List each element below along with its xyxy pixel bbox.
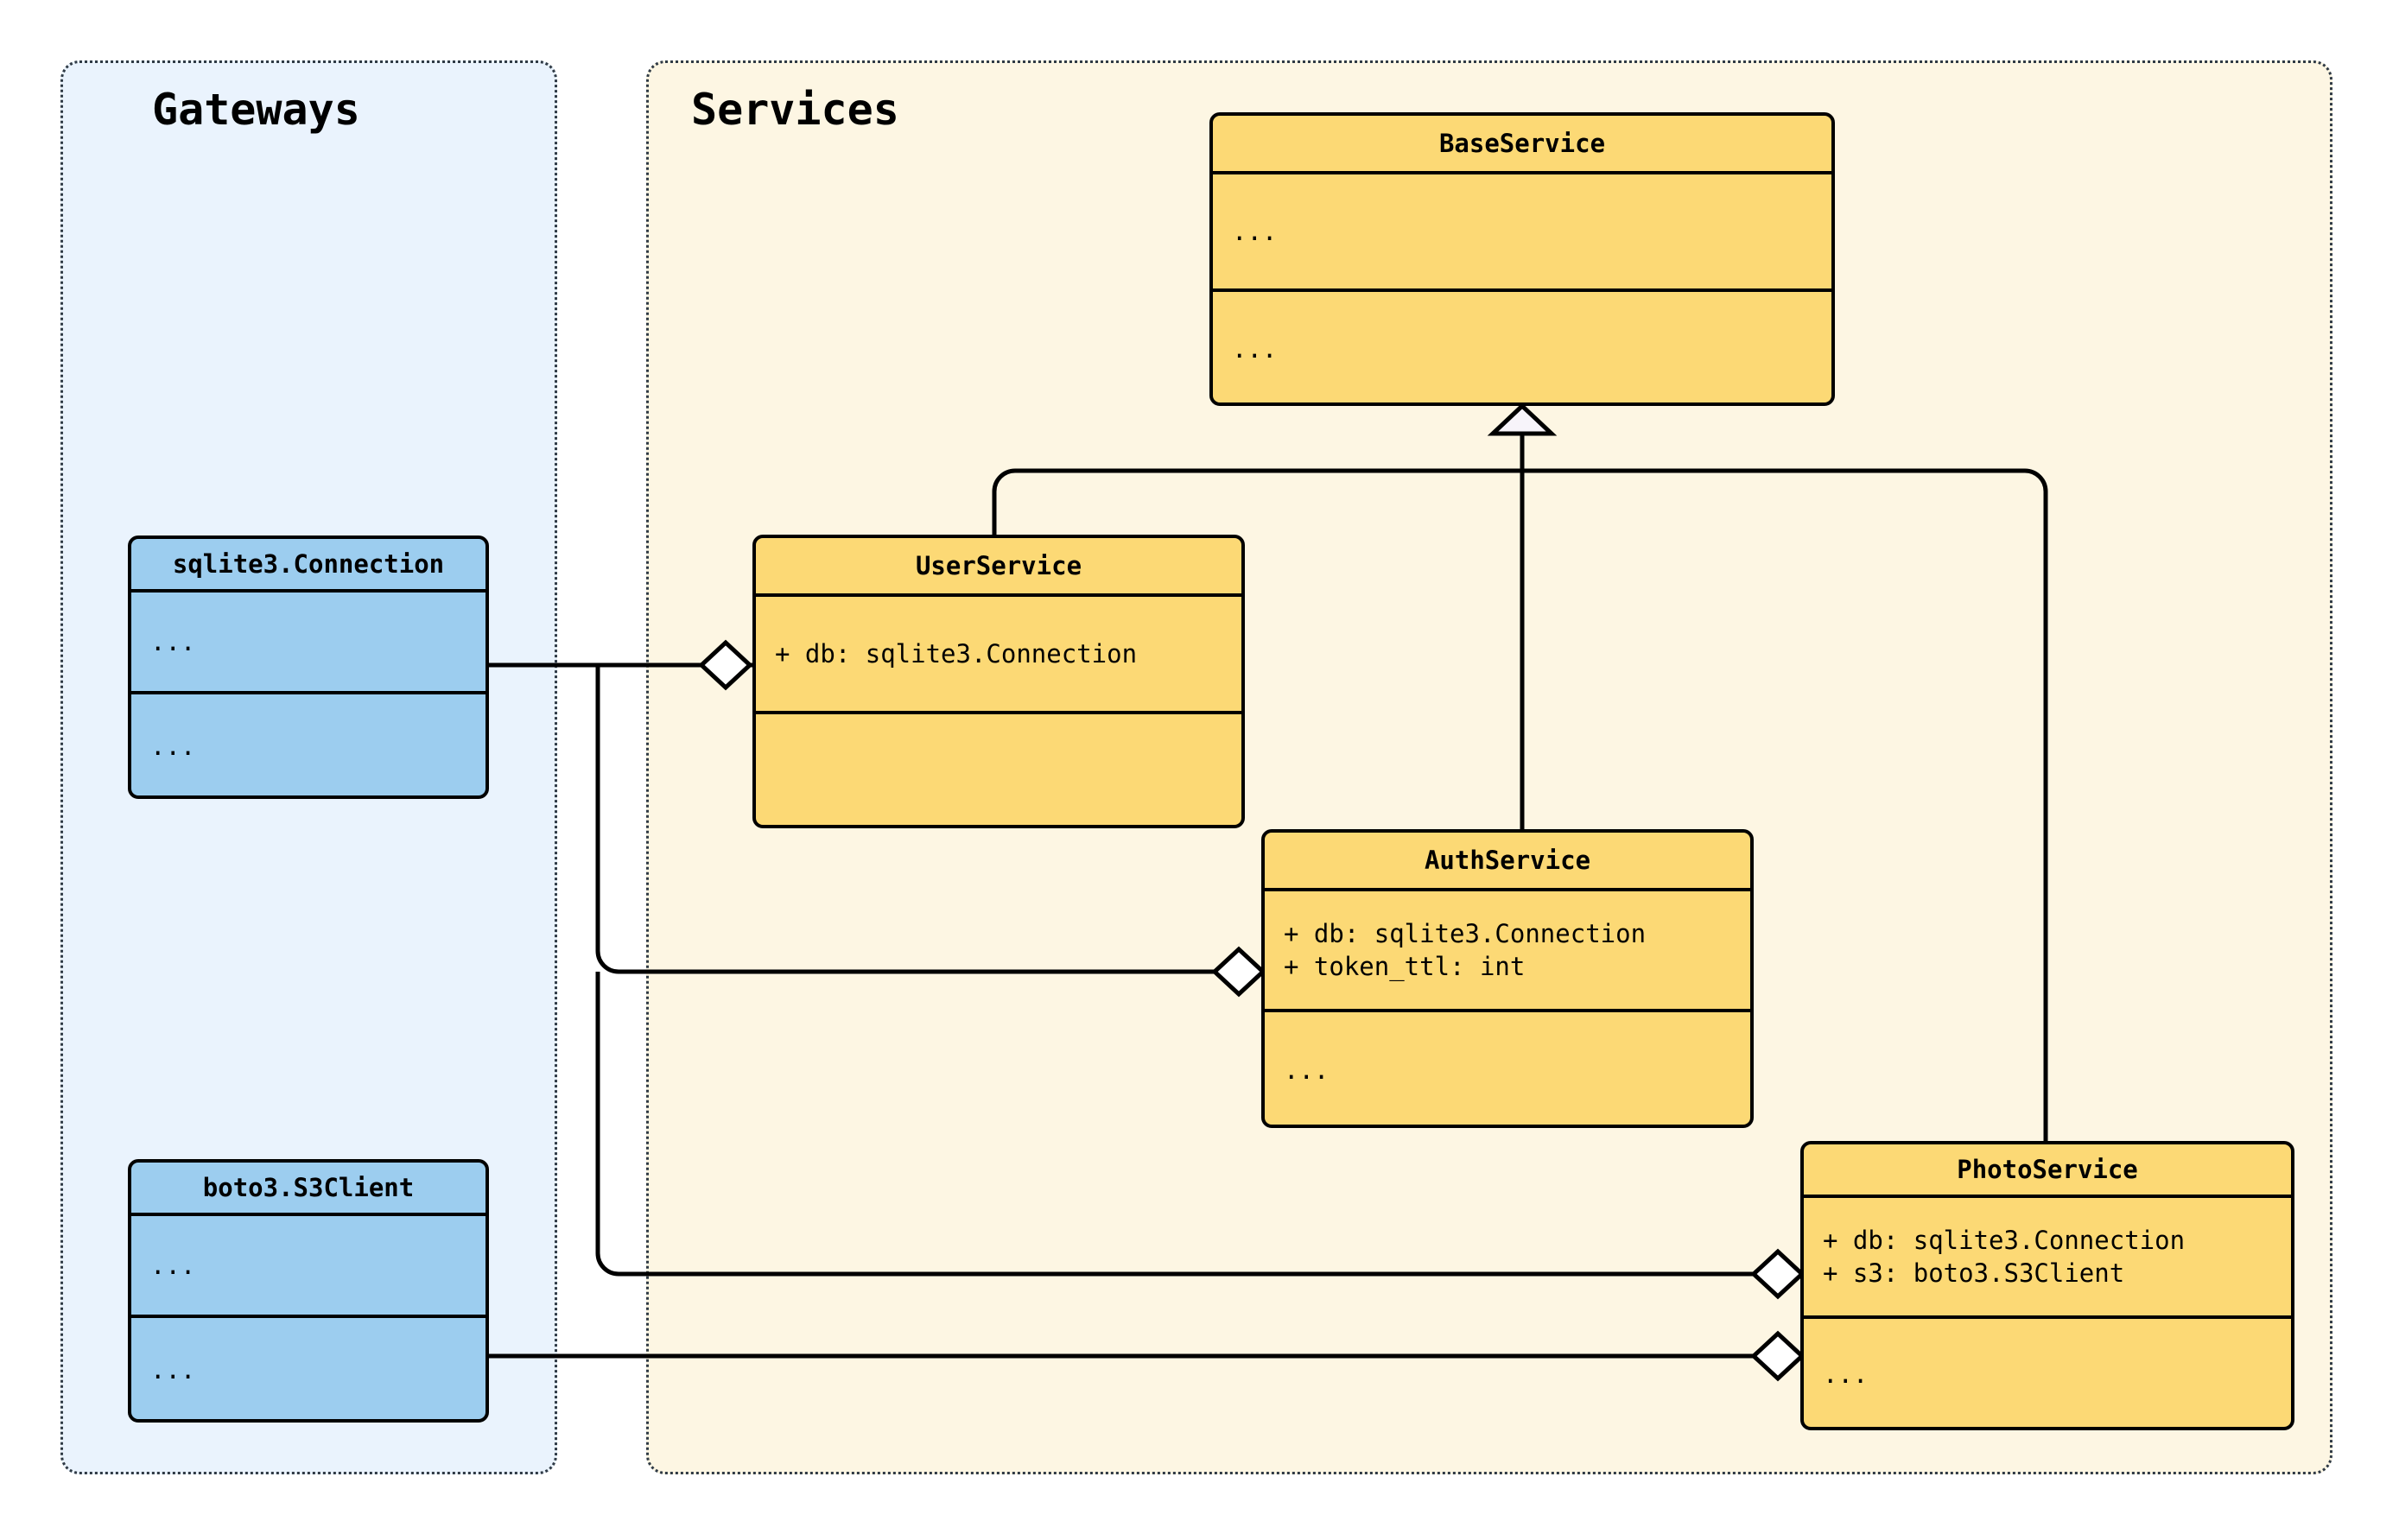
- class-auth-service-operations: ...: [1284, 1055, 1330, 1085]
- class-photo-service[interactable]: PhotoService + db: sqlite3.Connection + …: [1800, 1141, 2294, 1430]
- class-photo-service-name: PhotoService: [1804, 1144, 2291, 1198]
- panel-services-title: Services: [691, 85, 899, 135]
- class-sqlite-connection[interactable]: sqlite3.Connection ... ...: [128, 536, 489, 799]
- class-auth-service-name: AuthService: [1265, 833, 1750, 891]
- class-user-service-name: UserService: [756, 538, 1241, 597]
- class-sqlite-connection-name: sqlite3.Connection: [131, 539, 486, 593]
- panel-gateways-title: Gateways: [152, 85, 360, 135]
- class-s3-client-operations: ...: [150, 1355, 196, 1385]
- class-s3-client-attributes: ...: [131, 1216, 486, 1318]
- class-auth-service-attributes: + db: sqlite3.Connection + token_ttl: in…: [1265, 891, 1750, 1012]
- class-sqlite-connection-operations: ...: [150, 732, 196, 762]
- class-sqlite-connection-attributes: ...: [131, 593, 486, 694]
- class-photo-service-attributes: + db: sqlite3.Connection + s3: boto3.S3C…: [1804, 1198, 2291, 1319]
- class-base-service[interactable]: BaseService ... ...: [1209, 112, 1835, 406]
- class-base-service-name: BaseService: [1213, 116, 1831, 174]
- class-user-service[interactable]: UserService + db: sqlite3.Connection: [752, 535, 1245, 828]
- class-base-service-attributes: ...: [1213, 174, 1831, 292]
- class-s3-client-name: boto3.S3Client: [131, 1163, 486, 1216]
- class-user-service-operations: [756, 714, 1241, 825]
- class-base-service-operations: ...: [1232, 333, 1278, 364]
- class-user-service-attributes: + db: sqlite3.Connection: [756, 597, 1241, 714]
- class-s3-client[interactable]: boto3.S3Client ... ...: [128, 1159, 489, 1423]
- class-auth-service[interactable]: AuthService + db: sqlite3.Connection + t…: [1261, 829, 1754, 1128]
- class-photo-service-operations: ...: [1823, 1359, 1869, 1390]
